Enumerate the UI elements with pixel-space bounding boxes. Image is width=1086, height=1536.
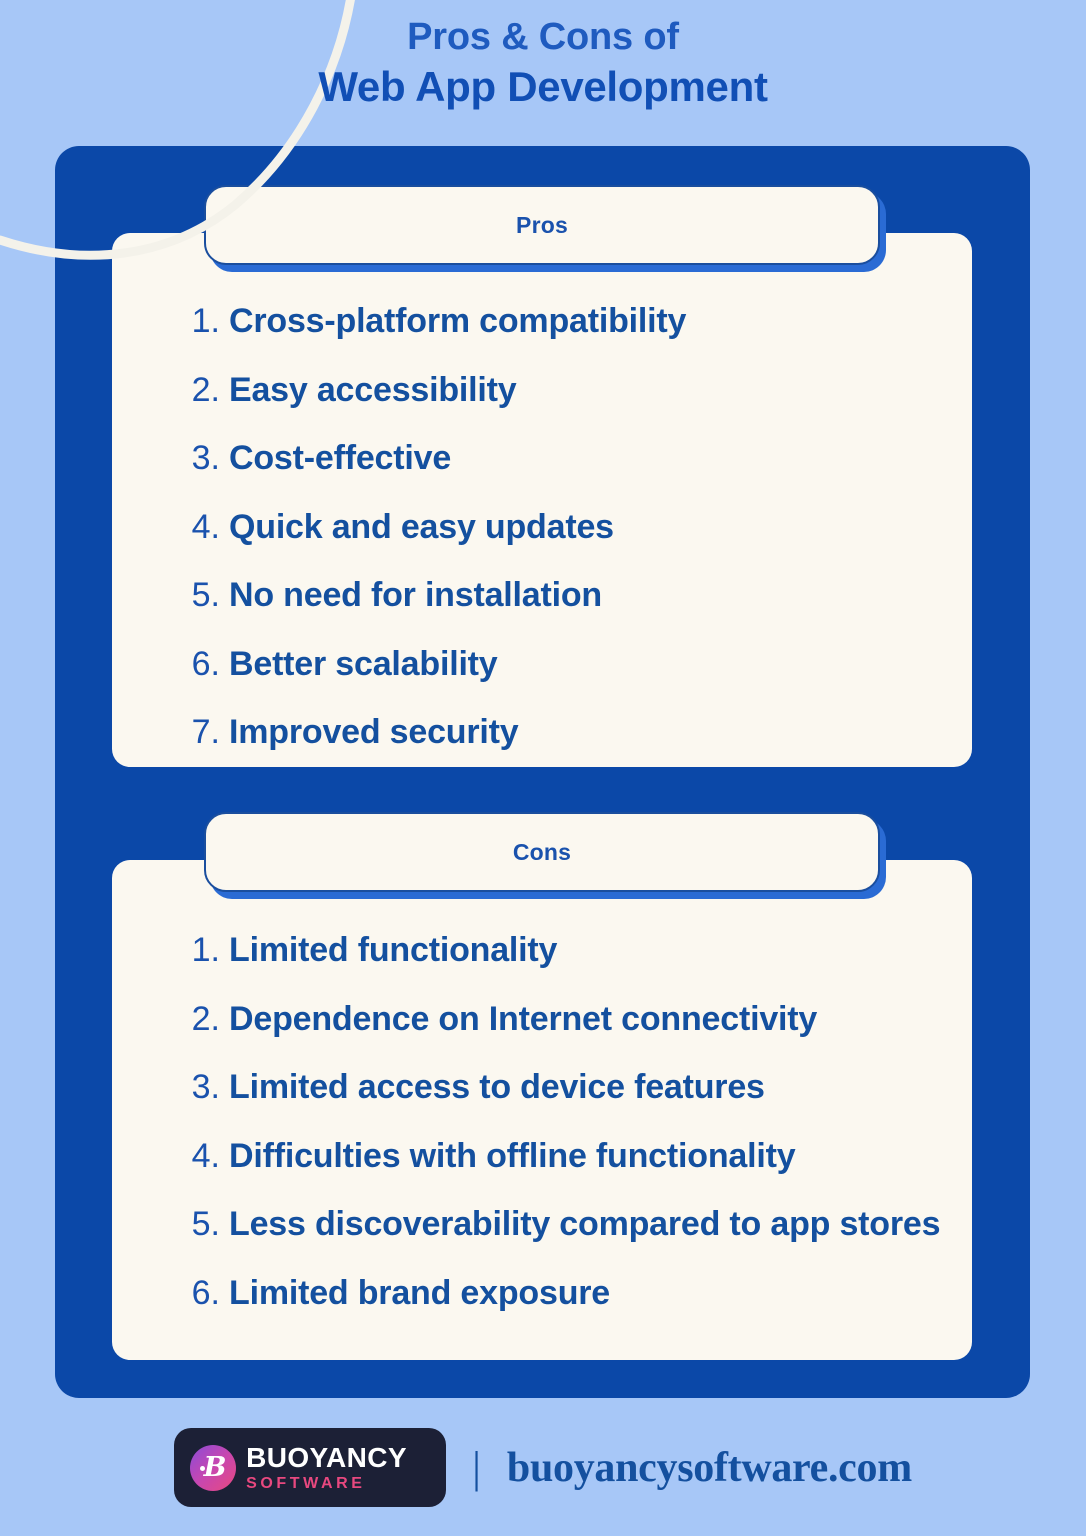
list-item-number: 3. <box>191 439 220 478</box>
list-item-label: Limited access to device features <box>229 1068 765 1107</box>
cons-header-pill: Cons <box>204 812 886 899</box>
list-item: 4. Quick and easy updates <box>178 497 932 558</box>
brand-subtitle: SOFTWARE <box>246 1474 366 1492</box>
list-item-label: Quick and easy updates <box>229 507 614 546</box>
list-item-label: Easy accessibility <box>229 370 517 409</box>
pros-list: 1. Cross-platform compatibility 2. Easy … <box>112 291 972 763</box>
list-item-label: Improved security <box>229 713 519 752</box>
list-item-number: 2. <box>191 370 220 409</box>
pros-section: 1. Cross-platform compatibility 2. Easy … <box>112 185 972 767</box>
list-item: 2. Easy accessibility <box>178 360 932 421</box>
list-item-label: Cross-platform compatibility <box>229 302 687 340</box>
cons-pill-label: Cons <box>512 838 572 865</box>
cons-list: 1. Limited functionality 2. Dependence o… <box>112 920 972 1323</box>
list-item-number: 6. <box>191 1273 220 1312</box>
pros-card: 1. Cross-platform compatibility 2. Easy … <box>112 233 972 767</box>
list-item: 6. Better scalability <box>178 634 932 695</box>
list-item: 3. Cost-effective <box>178 428 932 489</box>
list-item-label: Limited brand exposure <box>229 1273 611 1312</box>
list-item-label: No need for installation <box>229 576 603 615</box>
list-item-label: Limited functionality <box>229 931 558 969</box>
list-item-number: 3. <box>191 1068 220 1107</box>
list-item-label: Less discoverability compared to app sto… <box>229 1205 941 1244</box>
buoyancy-b-icon: B <box>190 1444 237 1491</box>
cons-card: 1. Limited functionality 2. Dependence o… <box>112 860 972 1360</box>
list-item: 6. Limited brand exposure <box>178 1263 952 1324</box>
list-item: 1. Limited functionality <box>178 920 952 981</box>
footer-separator: | <box>472 1442 481 1492</box>
list-item: 2. Dependence on Internet connectivity <box>178 989 952 1050</box>
cons-section: 1. Limited functionality 2. Dependence o… <box>112 812 972 1360</box>
list-item: 4. Difficulties with offline functionali… <box>178 1126 952 1187</box>
list-item-number: 2. <box>191 999 220 1038</box>
list-item-label: Dependence on Internet connectivity <box>229 999 818 1038</box>
list-item-number: 4. <box>191 507 220 546</box>
page-title: Pros & Cons of Web App Development <box>0 14 1086 115</box>
list-item-number: 5. <box>191 1205 220 1244</box>
list-item: 3. Limited access to device features <box>178 1057 952 1118</box>
list-item-label: Difficulties with offline functionality <box>229 1136 796 1175</box>
list-item: 5. Less discoverability compared to app … <box>178 1194 952 1255</box>
website-url[interactable]: buoyancysoftware.com <box>506 1444 912 1491</box>
list-item: 7. Improved security <box>178 702 932 763</box>
list-item-number: 1. <box>191 931 220 969</box>
list-item: 1. Cross-platform compatibility <box>178 291 932 352</box>
brand-name: BUOYANCY <box>246 1441 407 1473</box>
page-title-line-1: Pros & Cons of <box>407 16 679 58</box>
logo-dot-icon <box>200 1465 206 1471</box>
list-item-number: 6. <box>191 644 220 683</box>
list-item: 5. No need for installation <box>178 565 932 626</box>
list-item-number: 7. <box>191 713 220 752</box>
list-item-label: Cost-effective <box>229 439 452 478</box>
brand-wordmark: BUOYANCY SOFTWARE <box>246 1441 407 1492</box>
list-item-label: Better scalability <box>229 644 498 683</box>
pros-header-pill: Pros <box>204 185 886 272</box>
pros-pill-label: Pros <box>516 211 568 238</box>
brand-logo[interactable]: B BUOYANCY SOFTWARE <box>174 1428 447 1507</box>
list-item-number: 4. <box>191 1136 220 1175</box>
page-title-line-2: Web App Development <box>318 63 768 111</box>
footer: B BUOYANCY SOFTWARE | buoyancysoftware.c… <box>0 1428 1086 1507</box>
pros-pill: Pros <box>204 185 880 265</box>
logo-glyph: B <box>203 1452 227 1483</box>
cons-pill: Cons <box>204 812 880 892</box>
list-item-number: 5. <box>191 576 220 615</box>
list-item-number: 1. <box>191 302 220 340</box>
